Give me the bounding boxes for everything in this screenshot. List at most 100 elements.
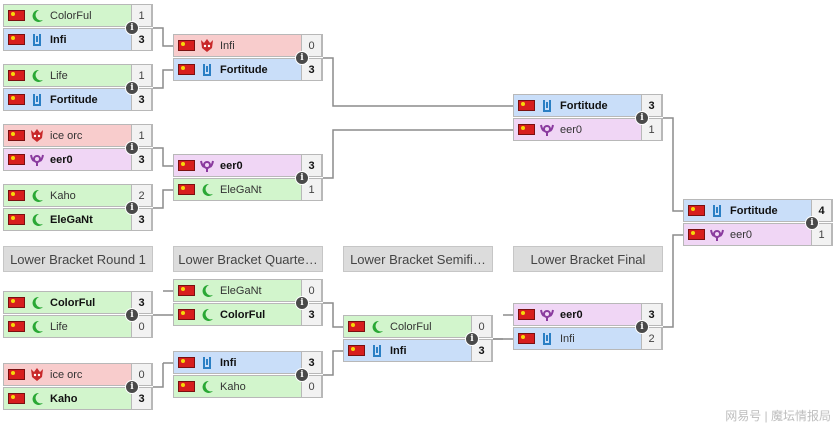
match-info-icon[interactable]: i — [125, 81, 139, 95]
player-slot[interactable]: china-flag-iconLife0 — [3, 315, 153, 338]
china-flag-icon: china-flag-icon — [178, 40, 195, 51]
match-info-icon[interactable]: i — [295, 171, 309, 185]
match-info-icon[interactable]: i — [635, 320, 649, 334]
china-flag-icon: china-flag-icon — [518, 100, 535, 111]
nightelf-icon — [199, 283, 215, 299]
match-ub-sf-m2: china-flag-iconeer03china-flag-iconEleGa… — [173, 154, 323, 202]
orc-icon — [29, 128, 45, 144]
player-slot[interactable]: china-flag-iconInfi2 — [513, 327, 663, 350]
player-slot[interactable]: china-flag-iconeer03 — [3, 148, 153, 171]
human-icon — [29, 92, 45, 108]
nightelf-icon — [29, 188, 45, 204]
player-slot[interactable]: china-flag-iconeer03 — [513, 303, 663, 326]
match-info-icon[interactable]: i — [125, 201, 139, 215]
player-slot[interactable]: china-flag-iconeer01 — [683, 223, 833, 246]
human-icon — [539, 331, 555, 347]
undead-icon — [29, 152, 45, 168]
china-flag-icon: china-flag-icon — [518, 333, 535, 344]
match-grand-final: china-flag-iconFortitude4china-flag-icon… — [683, 199, 833, 247]
china-flag-icon: china-flag-icon — [8, 154, 25, 165]
undead-icon — [539, 307, 555, 323]
player-name: ColorFul — [220, 308, 266, 321]
player-score: 1 — [811, 223, 832, 246]
nightelf-icon — [199, 307, 215, 323]
player-name: Fortitude — [220, 63, 268, 76]
player-slot[interactable]: china-flag-iconFortitude3 — [3, 88, 153, 111]
player-name: ColorFul — [50, 296, 96, 309]
match-ub-r1-m3: china-flag-icon ice orc 1china-flag-iconee… — [3, 124, 153, 172]
undead-icon — [199, 158, 215, 174]
player-name: Infi — [220, 39, 235, 52]
china-flag-icon: china-flag-icon — [348, 321, 365, 332]
human-icon — [199, 355, 215, 371]
match-lb-sf: china-flag-iconColorFul0china-flag-iconI… — [343, 315, 493, 363]
match-info-icon[interactable]: i — [125, 141, 139, 155]
player-slot[interactable]: china-flag-iconInfi3 — [173, 351, 323, 374]
player-slot[interactable]: china-flag-iconInfi3 — [3, 28, 153, 51]
player-score: 2 — [131, 184, 152, 207]
nightelf-icon — [29, 212, 45, 228]
player-score: 3 — [131, 387, 152, 410]
player-slot[interactable]: china-flag-iconEleGaNt0 — [173, 279, 323, 302]
player-slot[interactable]: china-flag-iconeer01 — [513, 118, 663, 141]
player-slot[interactable]: china-flag-iconColorFul0 — [343, 315, 493, 338]
match-info-icon[interactable]: i — [125, 21, 139, 35]
player-slot[interactable]: china-flag-iconKaho3 — [3, 387, 153, 410]
china-flag-icon: china-flag-icon — [8, 10, 25, 21]
player-score: 1 — [131, 124, 152, 147]
match-info-icon[interactable]: i — [295, 368, 309, 382]
china-flag-icon: china-flag-icon — [178, 184, 195, 195]
player-slot[interactable]: china-flag-icon Kaho 2 — [3, 184, 153, 207]
player-slot[interactable]: china-flag-iconColorFul1 — [3, 4, 153, 27]
player-slot[interactable]: china-flag-iconFortitude3 — [173, 58, 323, 81]
player-score: 3 — [301, 154, 322, 177]
china-flag-icon: china-flag-icon — [178, 160, 195, 171]
player-slot[interactable]: china-flag-iconKaho0 — [173, 375, 323, 398]
china-flag-icon: china-flag-icon — [348, 345, 365, 356]
player-name: ice orc — [50, 129, 83, 142]
match-info-icon[interactable]: i — [805, 216, 819, 230]
china-flag-icon: china-flag-icon — [8, 190, 25, 201]
player-name: Kaho — [50, 189, 76, 202]
player-slot[interactable]: china-flag-iconColorFul3 — [173, 303, 323, 326]
match-lb-r1-m2: china-flag-iconice orc0china-flag-iconKa… — [3, 363, 153, 411]
china-flag-icon: china-flag-icon — [8, 393, 25, 404]
player-slot[interactable]: china-flag-iconEleGaNt1 — [173, 178, 323, 201]
human-icon — [199, 62, 215, 78]
player-score: 3 — [471, 339, 492, 362]
player-score: 3 — [131, 88, 152, 111]
player-slot[interactable]: china-flag-iconFortitude4 — [683, 199, 833, 222]
undead-icon — [539, 122, 555, 138]
match-info-icon[interactable]: i — [635, 111, 649, 125]
match-info-icon[interactable]: i — [295, 296, 309, 310]
player-score: 0 — [301, 375, 322, 398]
match-info-icon[interactable]: i — [125, 380, 139, 394]
china-flag-icon: china-flag-icon — [178, 309, 195, 320]
match-info-icon[interactable]: i — [465, 332, 479, 346]
player-name: ColorFul — [390, 320, 432, 333]
player-name: eer0 — [560, 308, 583, 321]
china-flag-icon: china-flag-icon — [8, 34, 25, 45]
player-slot[interactable]: china-flag-iconeer03 — [173, 154, 323, 177]
player-slot[interactable]: china-flag-iconInfi0 — [173, 34, 323, 57]
china-flag-icon: china-flag-icon — [8, 369, 25, 380]
player-slot[interactable]: china-flag-iconFortitude3 — [513, 94, 663, 117]
match-info-icon[interactable]: i — [295, 51, 309, 65]
player-name: Infi — [220, 356, 237, 369]
orc-icon — [29, 367, 45, 383]
player-slot[interactable]: china-flag-iconEleGaNt3 — [3, 208, 153, 231]
player-slot[interactable]: china-flag-iconLife1 — [3, 64, 153, 87]
player-score: 3 — [641, 303, 662, 326]
match-info-icon[interactable]: i — [125, 308, 139, 322]
player-slot[interactable]: china-flag-iconInfi3 — [343, 339, 493, 362]
nightelf-icon — [199, 379, 215, 395]
player-score: 4 — [811, 199, 832, 222]
player-slot[interactable]: china-flag-iconColorFul3 — [3, 291, 153, 314]
player-name: EleGaNt — [220, 284, 262, 297]
player-name: EleGaNt — [220, 183, 262, 196]
match-ub-r1-m4: china-flag-icon Kaho 2china-flag-iconEleGa… — [3, 184, 153, 232]
china-flag-icon: china-flag-icon — [178, 381, 195, 392]
